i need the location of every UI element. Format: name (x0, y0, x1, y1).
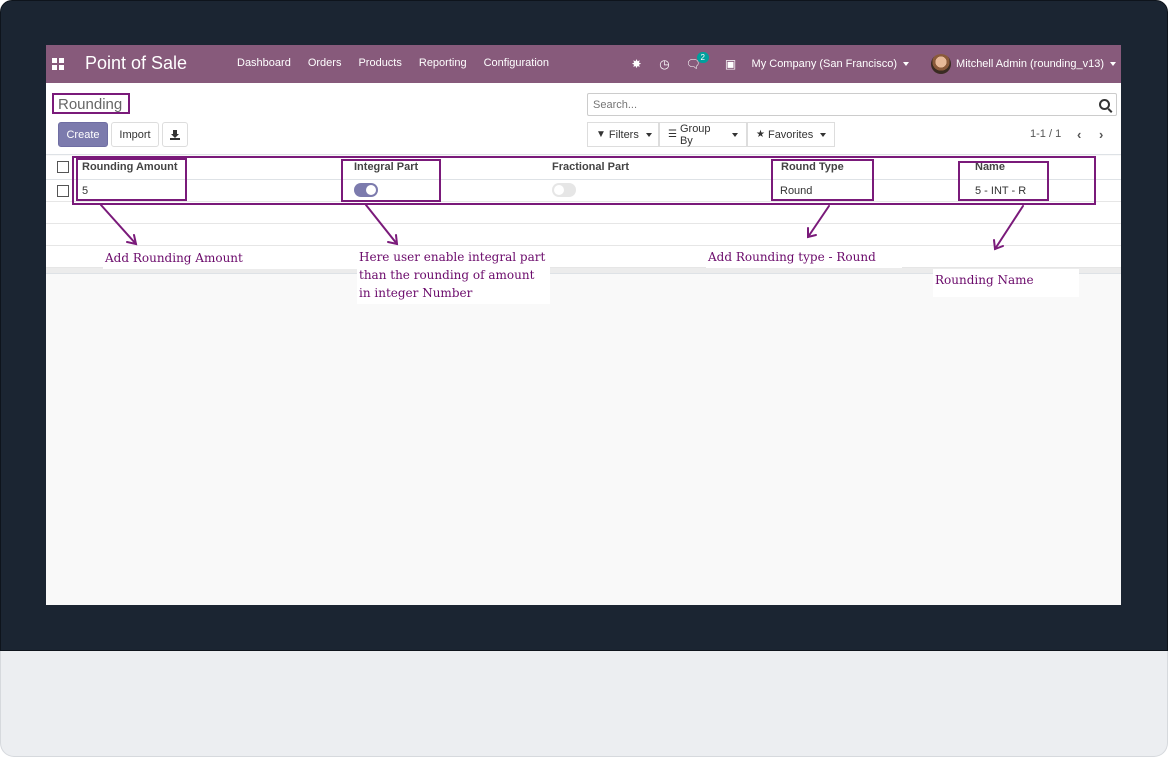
column-fractional-part[interactable]: Fractional Part (552, 161, 630, 173)
chat-badge: 2 (696, 52, 709, 63)
row-checkbox[interactable] (57, 185, 69, 197)
user-name: Mitchell Admin (rounding_v13) (956, 58, 1104, 70)
search-bar (587, 93, 1117, 116)
column-round-type[interactable]: Round Type (781, 161, 844, 173)
menu-products[interactable]: Products (358, 57, 402, 69)
select-all-checkbox[interactable] (57, 161, 69, 173)
integral-part-toggle[interactable] (354, 183, 378, 197)
favorites-label: Favorites (767, 128, 814, 141)
company-name: My Company (San Francisco) (751, 58, 898, 70)
empty-row (46, 224, 1121, 246)
chevron-down-icon (732, 132, 738, 137)
table-header: Rounding Amount Integral Part Fractional… (46, 156, 1121, 180)
note-rounding-amount-text: Add Rounding Amount (105, 251, 243, 265)
note-integral-line-2: than the rounding of amount (359, 268, 535, 282)
top-navbar: Point of Sale Dashboard Orders Products … (46, 45, 1121, 83)
import-button[interactable]: Import (111, 122, 159, 147)
bug-icon[interactable]: ✸ (631, 57, 642, 71)
table-row[interactable]: 5 Round 5 - INT - R (46, 180, 1121, 202)
column-rounding-amount[interactable]: Rounding Amount (82, 161, 178, 173)
note-round-type-text: Add Rounding type - Round (708, 250, 876, 264)
pager-value[interactable]: 1-1 / 1 (1030, 128, 1062, 140)
user-menu[interactable]: Mitchell Admin (rounding_v13) (956, 58, 1116, 70)
cell-rounding-amount: 5 (82, 185, 89, 197)
download-button[interactable] (162, 122, 188, 147)
chevron-down-icon (903, 62, 910, 67)
control-panel: Rounding Create Import ▼ Filters ☰ Group… (46, 83, 1121, 155)
gift-icon[interactable]: ▣ (724, 57, 737, 71)
fractional-part-toggle[interactable] (552, 183, 576, 197)
breadcrumb: Rounding (58, 96, 123, 113)
empty-row (46, 202, 1121, 224)
menu-reporting[interactable]: Reporting (418, 57, 467, 69)
filter-icon: ▼ (596, 129, 606, 140)
note-integral-line-3: in integer Number (359, 286, 473, 300)
note-name-text: Rounding Name (935, 273, 1034, 287)
systray: ✸ ◷ 🗨 2 ▣ My Company (San Francisco) Mit… (630, 45, 1121, 83)
search-icon[interactable] (1099, 99, 1110, 110)
favorites-button[interactable]: ★ Favorites (747, 122, 835, 147)
table-footer (46, 268, 1121, 274)
create-button[interactable]: Create (58, 122, 108, 147)
chat-icon[interactable]: 🗨 2 (686, 52, 709, 71)
app-screen: Point of Sale Dashboard Orders Products … (46, 45, 1121, 605)
download-icon (170, 129, 180, 140)
chevron-down-icon (1110, 62, 1116, 67)
app-title[interactable]: Point of Sale (85, 53, 188, 73)
chevron-right-icon[interactable]: › (1099, 127, 1104, 142)
chevron-down-icon (820, 132, 827, 137)
note-integral-part: Here user enable integral part than the … (357, 246, 550, 304)
filters-label: Filters (608, 128, 639, 141)
note-name: Rounding Name (933, 269, 1079, 297)
menu-configuration[interactable]: Configuration (483, 57, 550, 69)
menu-orders[interactable]: Orders (307, 57, 342, 69)
search-input[interactable] (588, 94, 1078, 115)
column-integral-part[interactable]: Integral Part (354, 161, 419, 173)
chevron-left-icon[interactable]: ‹ (1077, 127, 1082, 142)
menu-dashboard[interactable]: Dashboard (237, 57, 291, 69)
main-menu: Dashboard Orders Products Reporting Conf… (237, 57, 566, 69)
column-name[interactable]: Name (975, 161, 1005, 173)
note-rounding-amount: Add Rounding Amount (103, 247, 357, 269)
monitor-stand (0, 651, 1168, 757)
group-by-label: Group By (679, 122, 711, 147)
cell-round-type: Round (780, 185, 813, 197)
note-round-type: Add Rounding type - Round (706, 246, 902, 268)
chevron-down-icon (645, 132, 652, 137)
clock-icon[interactable]: ◷ (659, 57, 670, 71)
star-icon: ★ (756, 129, 765, 140)
company-switcher[interactable]: My Company (San Francisco) (752, 58, 910, 70)
filters-button[interactable]: ▼ Filters (587, 122, 659, 147)
list-icon: ☰ (668, 129, 677, 140)
cell-name: 5 - INT - R (975, 185, 1027, 197)
avatar[interactable] (931, 54, 952, 74)
note-integral-line-1: Here user enable integral part (359, 250, 546, 264)
apps-menu-icon[interactable] (52, 58, 64, 70)
group-by-button[interactable]: ☰ Group By (659, 122, 747, 147)
